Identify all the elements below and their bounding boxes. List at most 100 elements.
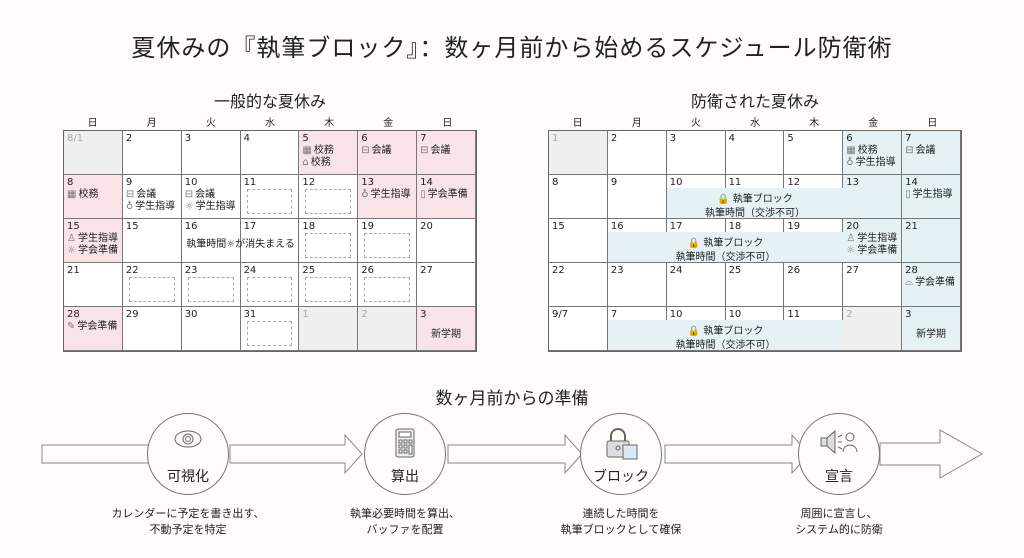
day-number: 3 (420, 309, 427, 320)
calendar-day-cell[interactable]: 13♁学生指導 (358, 175, 418, 219)
step-label: 算出 (391, 469, 419, 485)
day-number: 7 (905, 133, 912, 144)
calendar-day-cell[interactable]: 21 (902, 219, 961, 263)
calendar-day-cell[interactable]: 25 (299, 263, 359, 307)
calendar-day-cell[interactable]: 31 (240, 307, 300, 351)
calendar-day-cell[interactable]: 15 (549, 219, 608, 263)
calendar-event[interactable]: ♙学生指導 (846, 233, 898, 245)
calendar-day-cell[interactable]: 15♙学生指導☼学会準備 (64, 219, 123, 263)
calendar-day-cell[interactable]: 8/1 (64, 131, 123, 175)
calendar-day-cell[interactable]: 18 (299, 219, 359, 263)
calendar-event[interactable]: ♙学生指導 (67, 233, 119, 245)
calendar-day-cell[interactable]: 11 (240, 175, 300, 219)
calendar-event[interactable]: ▯学生指導 (905, 189, 957, 201)
calendar-day-cell[interactable]: 27 (843, 263, 903, 307)
calendar-day-cell[interactable]: 20♙学生指導☼学会準備 (843, 219, 903, 263)
day-number: 8/1 (67, 133, 84, 144)
day-number: 28 (67, 309, 80, 320)
calendar-day-cell[interactable]: 26 (358, 263, 418, 307)
term-start-label: 新学期 (431, 329, 462, 340)
calendar-day-cell[interactable]: 9/7 (549, 307, 608, 351)
calendar-day-cell[interactable]: 3 (666, 131, 726, 175)
calendar-day-cell[interactable]: 8▦校務 (64, 175, 123, 219)
calendar-event[interactable]: ⊟会議 (420, 145, 472, 157)
calendar-day-cell[interactable]: 1 (549, 131, 608, 175)
calendar-event[interactable]: ▦校務 (302, 145, 354, 157)
calendar-event[interactable]: ⊟会議 (126, 189, 178, 201)
calendar-day-cell[interactable]: 9 (607, 175, 667, 219)
calendar-event[interactable]: ☼学生指導 (185, 201, 237, 213)
calendar-day-cell[interactable]: 16 (181, 219, 241, 263)
day-number: 31 (243, 309, 257, 320)
calendar-day-cell[interactable]: 5▦校務⌂校務 (299, 131, 359, 175)
event-label: 学生指導 (77, 233, 118, 244)
calendar-day-cell[interactable]: 6⊟会議 (358, 131, 418, 175)
calendar-day-cell[interactable]: 25 (725, 263, 785, 307)
empty-slot (246, 189, 293, 214)
calendar-day-cell[interactable]: 27 (417, 263, 476, 307)
calendar-day-cell[interactable]: 14▯学会準備 (417, 175, 476, 219)
calendar-event[interactable]: ▯学会準備 (420, 189, 472, 201)
calendar-day-cell[interactable]: 6▦校務♁学生指導 (843, 131, 903, 175)
calendar-day-cell[interactable]: 2 (843, 307, 903, 351)
calendar-day-cell[interactable]: 2 (607, 131, 667, 175)
calendar-day-cell[interactable]: 3 新学期 (417, 307, 476, 351)
calendar-day-cell[interactable]: 15 (122, 219, 182, 263)
page-title: 夏休みの『執筆ブロック』：数ヶ月前から始めるスケジュール防衛術 (131, 34, 893, 62)
day-number: 26 (361, 265, 375, 276)
empty-slot (364, 233, 411, 258)
calendar-day-cell[interactable]: 7⊟会議 (902, 131, 961, 175)
calendar-day-cell[interactable]: 29 (122, 307, 182, 351)
weekday-label: 水 (749, 118, 760, 129)
calendar-day-cell[interactable]: 10⊟会議☼学生指導 (181, 175, 241, 219)
calendar-day-cell[interactable]: 24 (666, 263, 726, 307)
calendar-event[interactable]: ▦校務 (67, 189, 119, 201)
calendar-day-cell[interactable]: 9⊟会議♁学生指導 (122, 175, 182, 219)
calendar-day-cell[interactable]: 7⊟会議 (417, 131, 476, 175)
calendar-event[interactable]: ☼学会準備 (67, 245, 119, 257)
calendar-day-cell[interactable]: 1 (299, 307, 359, 351)
calendar-day-cell[interactable]: 23 (607, 263, 667, 307)
calendar-event[interactable]: ♁学生指導 (846, 157, 898, 169)
calendar-day-cell[interactable]: 26 (784, 263, 844, 307)
calendar-day-cell[interactable]: 24 (240, 263, 300, 307)
calendar-day-cell[interactable]: 5 (784, 131, 844, 175)
calendar-day-cell[interactable]: 19 (358, 219, 418, 263)
calendar-event[interactable]: ⊟会議 (361, 145, 413, 157)
event-label: 校務 (857, 145, 878, 156)
calendar-day-cell[interactable]: 14▯学生指導 (902, 175, 961, 219)
calendar-day-cell[interactable]: 4 (725, 131, 785, 175)
event-label: 会議 (915, 145, 936, 156)
calendar-event[interactable]: ♁学生指導 (126, 201, 178, 213)
day-number: 10 (184, 177, 198, 188)
calendar-event[interactable]: ✎学会準備 (67, 321, 119, 333)
calendar-day-cell[interactable]: 2 (122, 131, 182, 175)
calendar-event[interactable]: ⌓学会準備 (905, 277, 957, 289)
step-description-line: システム的に防衛 (795, 523, 883, 536)
calendar-day-cell[interactable]: 4 (240, 131, 300, 175)
calendar-day-cell[interactable]: 22 (122, 263, 182, 307)
calendar-day-cell[interactable]: 13 (843, 175, 903, 219)
calendar-day-cell[interactable]: 12 (299, 175, 359, 219)
calendar-day-cell[interactable]: 3 (181, 131, 241, 175)
calendar-day-cell[interactable]: 22 (549, 263, 608, 307)
calendar-event[interactable]: ♁学生指導 (361, 189, 413, 201)
calendar-event[interactable]: ☼学会準備 (846, 245, 898, 257)
calendar-day-cell[interactable]: 28✎学会準備 (64, 307, 123, 351)
calendar-day-cell[interactable]: 28⌓学会準備 (902, 263, 961, 307)
calendar-day-cell[interactable]: 20 (417, 219, 476, 263)
event-label: 学生指導 (370, 189, 411, 200)
calendar-event[interactable]: ⌂校務 (302, 157, 354, 169)
calendar-day-cell[interactable]: 21 (64, 263, 123, 307)
calendar-event[interactable]: ⊟会議 (185, 189, 237, 201)
calendar-day-cell[interactable]: 8 (549, 175, 608, 219)
calendar-day-cell[interactable]: 2 (358, 307, 418, 351)
day-number: 21 (905, 221, 918, 232)
calendar-day-cell[interactable]: 30 (181, 307, 241, 351)
calendar-day-cell[interactable]: 23 (181, 263, 241, 307)
calendar-event[interactable]: ▦校務 (846, 145, 898, 157)
calendar-event[interactable]: ⊟会議 (905, 145, 957, 157)
calendar-day-cell[interactable]: 17 (240, 219, 300, 263)
